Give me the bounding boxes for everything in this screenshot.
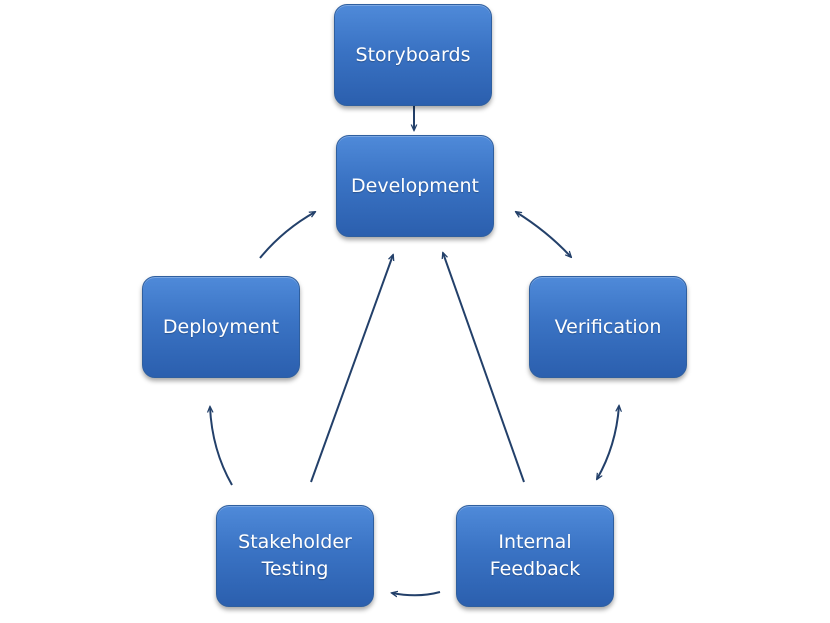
node-deployment-label: Deployment: [162, 315, 280, 338]
arrow-development-verification: [516, 212, 571, 257]
node-stakeholder-testing-label-line1: Stakeholder: [238, 531, 352, 553]
node-internal-feedback-label-line2: Feedback: [489, 558, 581, 580]
node-verification-label: Verification: [554, 315, 662, 338]
node-storyboards-label: Storyboards: [355, 43, 471, 66]
node-deployment: Deployment: [142, 276, 300, 378]
node-development: Development: [336, 135, 494, 237]
node-development-label: Development: [351, 174, 479, 197]
node-internal-feedback-label-line1: Internal: [498, 531, 572, 553]
node-internal-feedback: Internal Feedback: [456, 505, 614, 607]
node-stakeholder-testing-label-line2: Testing: [261, 558, 329, 580]
arrow-stakeholder-testing-to-deployment: [210, 407, 233, 486]
node-verification: Verification: [529, 276, 687, 378]
node-storyboards: Storyboards: [334, 4, 492, 106]
arrow-verification-internal-feedback: [597, 406, 619, 479]
arrow-stakeholder-testing-to-development: [310, 255, 393, 483]
node-stakeholder-testing: Stakeholder Testing: [216, 505, 374, 607]
arrow-internal-feedback-to-stakeholder-testing: [392, 592, 441, 595]
arrow-deployment-to-development: [259, 212, 315, 259]
arrow-internal-feedback-to-development: [443, 253, 525, 483]
